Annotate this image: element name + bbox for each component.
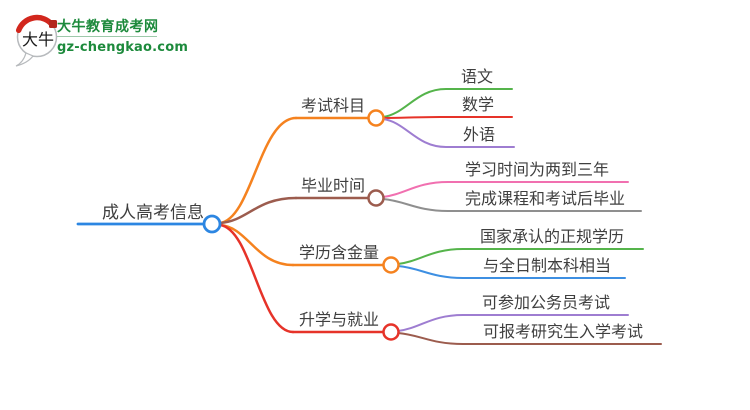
sub-label-chinese: 语文	[461, 67, 494, 86]
logo-red-arc	[15, 14, 55, 34]
branch-label-exam-subjects: 考试科目	[301, 96, 366, 115]
root-node-circle	[202, 214, 222, 234]
sub-underline-state-recognized	[397, 248, 644, 265]
logo-seal-icon	[49, 20, 57, 28]
logo-divider	[57, 36, 157, 37]
sub-underline-math	[383, 116, 513, 119]
sub-label-civil-service-exam: 可参加公务员考试	[482, 293, 611, 312]
sub-underline-study-duration	[382, 181, 629, 198]
site-logo: 大牛 大牛教育成考网 gz-chengkao.com	[11, 12, 241, 67]
sub-label-postgraduate-exam: 可报考研究生入学考试	[483, 322, 644, 341]
branch-label-graduation-time: 毕业时间	[301, 176, 366, 195]
branch-circle-exam-subjects	[367, 109, 385, 127]
logo-bubble-text: 大牛	[22, 30, 54, 49]
branch-circle-further-study-employment	[382, 323, 400, 341]
sub-label-graduate-after-completion: 完成课程和考试后毕业	[465, 189, 626, 208]
sub-label-state-recognized: 国家承认的正规学历	[480, 227, 625, 246]
sub-label-equivalent-fulltime: 与全日制本科相当	[483, 256, 612, 275]
branch-curve-graduation-time	[218, 196, 298, 225]
root-node-label: 成人高考信息	[102, 203, 204, 223]
logo-bubble-icon: 大牛	[15, 14, 58, 67]
branch-curve-further-study-employment	[218, 223, 295, 334]
branch-curve-degree-value	[218, 223, 295, 267]
logo-bubble-tail	[15, 52, 34, 67]
logo-title: 大牛教育成考网	[57, 19, 159, 35]
sub-underline-civil-service-exam	[397, 314, 629, 332]
sub-underline-equivalent-fulltime	[397, 265, 626, 279]
sub-underline-graduate-after-completion	[382, 198, 642, 212]
branch-circle-degree-value	[382, 256, 400, 274]
sub-underline-chinese	[382, 88, 513, 118]
branch-circle-graduation-time	[367, 189, 385, 207]
branch-label-degree-value: 学历含金量	[299, 243, 380, 262]
logo-subtitle: gz-chengkao.com	[57, 40, 189, 55]
sub-label-study-duration: 学习时间为两到三年	[465, 160, 610, 179]
branch-label-further-study-employment: 升学与就业	[299, 310, 380, 329]
branch-curve-exam-subjects	[218, 116, 298, 225]
sub-label-foreign-language: 外语	[463, 125, 496, 144]
sub-label-math: 数学	[462, 95, 495, 114]
sub-underline-postgraduate-exam	[397, 332, 662, 345]
sub-underline-foreign-language	[382, 118, 515, 148]
